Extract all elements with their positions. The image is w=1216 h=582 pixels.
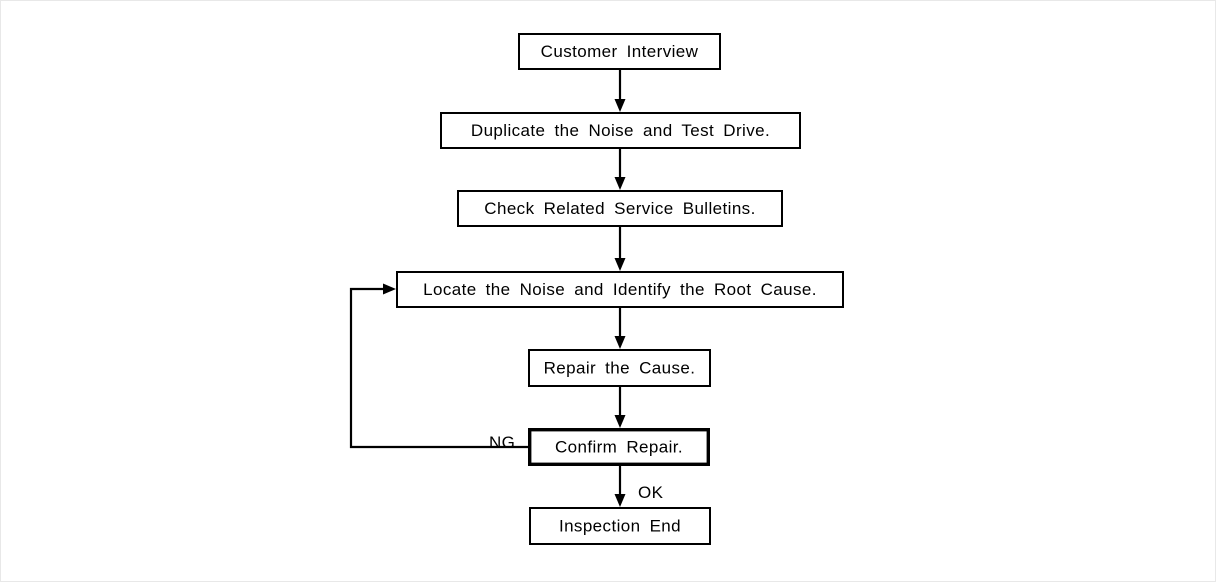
node-label: Check Related Service Bulletins. [484, 199, 755, 218]
flow-node-confirm-repair[interactable]: Confirm Repair. [528, 428, 711, 467]
edge-label-ng: NG [489, 433, 515, 452]
node-label: Confirm Repair. [555, 437, 683, 456]
flow-edge [614, 70, 626, 112]
edges-layer [349, 70, 626, 507]
flow-edge [614, 149, 626, 190]
flow-edge [614, 466, 626, 507]
flow-node-check-bulletins[interactable]: Check Related Service Bulletins. [457, 190, 783, 227]
arrowhead-icon [383, 283, 396, 295]
node-label: Locate the Noise and Identify the Root C… [423, 280, 817, 299]
node-box[interactable] [528, 428, 711, 467]
flow-node-repair-cause[interactable]: Repair the Cause. [528, 349, 711, 387]
node-label: Inspection End [559, 516, 681, 535]
edge-line [349, 287, 528, 449]
edge-labels-layer: NG OK [489, 433, 664, 502]
arrowhead-icon [614, 258, 626, 271]
flow-node-inspection-end[interactable]: Inspection End [529, 507, 711, 545]
node-label: Repair the Cause. [544, 358, 696, 377]
flow-node-locate-noise[interactable]: Locate the Noise and Identify the Root C… [396, 271, 844, 308]
arrowhead-icon [614, 494, 626, 507]
arrowhead-icon [614, 99, 626, 112]
flow-edge [614, 387, 626, 428]
node-box[interactable] [457, 190, 783, 227]
flow-node-customer-interview[interactable]: Customer Interview [518, 33, 721, 70]
node-label: Duplicate the Noise and Test Drive. [471, 121, 770, 140]
arrowhead-icon [614, 336, 626, 349]
flow-node-duplicate-noise[interactable]: Duplicate the Noise and Test Drive. [440, 112, 801, 149]
edge-label-ok: OK [638, 483, 664, 502]
node-box[interactable] [528, 349, 711, 387]
arrowhead-icon [614, 415, 626, 428]
node-label: Customer Interview [541, 42, 699, 61]
node-box[interactable] [396, 271, 844, 308]
node-box[interactable] [518, 33, 721, 70]
flow-edge [349, 283, 528, 449]
arrowhead-icon [614, 177, 626, 190]
node-box[interactable] [440, 112, 801, 149]
node-box[interactable] [529, 507, 711, 545]
flow-edge [614, 308, 626, 349]
flow-edge [614, 227, 626, 271]
